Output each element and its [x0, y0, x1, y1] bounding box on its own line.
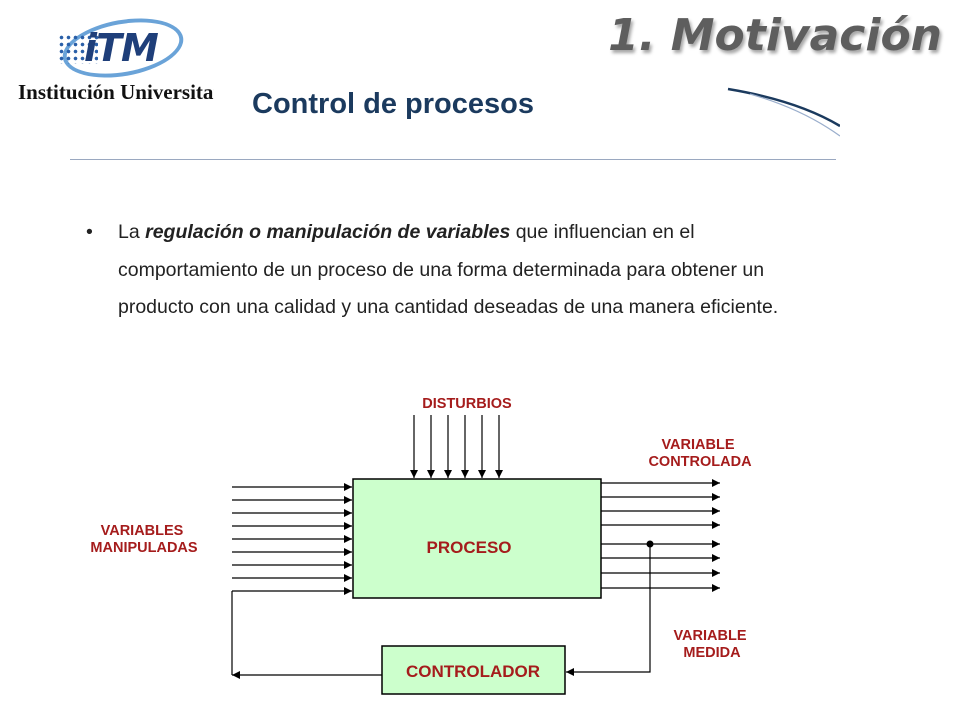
bullet-line-2: comportamiento de un proceso de una form… [118, 258, 765, 281]
bullet-paragraph: • La regulación o manipulación de variab… [80, 214, 836, 327]
controller-label: CONTROLADOR [406, 662, 540, 681]
logo-dots [58, 34, 98, 64]
manipulated-input-arrows [232, 483, 352, 595]
measured-variable-line [566, 544, 651, 676]
process-label: PROCESO [426, 538, 511, 557]
decorative-swoosh [727, 87, 840, 137]
section-subtitle: Control de procesos [252, 88, 534, 120]
controller-block [381, 645, 566, 695]
bullet-line-1: La regulación o manipulación de variable… [118, 221, 695, 243]
manipulated-variables-label: VARIABLES MANIPULADAS [90, 523, 197, 556]
disturbance-arrows [410, 415, 503, 478]
header-divider [70, 159, 836, 160]
slide-title: 1. Motivación [608, 10, 942, 61]
controlled-variable-label: VARIABLE CONTROLADA [648, 437, 752, 470]
process-block [352, 478, 602, 599]
emphasized-text: regulación o manipulación de variables [145, 221, 511, 243]
disturbances-label: DISTURBIOS [422, 396, 512, 412]
bullet-marker: • [86, 221, 93, 243]
measured-variable-label: VARIABLE MEDIDA [673, 628, 750, 661]
logo-subtext: Institución Universitaria [18, 80, 214, 104]
logo-text: iTM [84, 26, 159, 70]
bullet-line-3: producto con una calidad y una cantidad … [118, 296, 779, 318]
itm-logo: iTM Institución Universitaria [14, 14, 214, 104]
controlled-output-arrows [601, 479, 720, 592]
